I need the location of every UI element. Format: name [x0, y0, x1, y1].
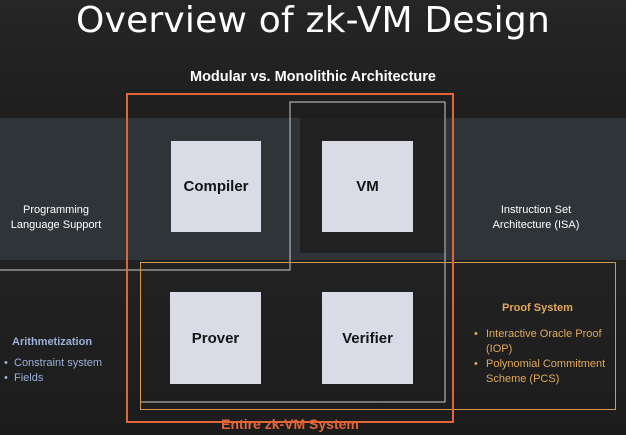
prover-box: Prover — [170, 292, 261, 384]
isa-label: Instruction Set Architecture (ISA) — [476, 203, 596, 233]
arithmetization-heading: Arithmetization — [12, 336, 93, 348]
diagram-subtitle: Modular vs. Monolithic Architecture — [190, 69, 436, 85]
compiler-box: Compiler — [171, 141, 261, 232]
proof-system-item: Polynomial Commitment Scheme (PCS) — [474, 357, 614, 387]
proof-system-item: Interactive Oracle Proof (IOP) — [474, 327, 614, 357]
arithmetization-item: Fields — [4, 371, 102, 386]
proof-system-frame — [140, 262, 616, 410]
proof-system-list: Interactive Oracle Proof (IOP) Polynomia… — [474, 327, 614, 387]
background-top — [0, 0, 626, 118]
page-title: Overview of zk-VM Design — [76, 0, 550, 41]
entire-zkvm-system-label: Entire zk-VM System — [221, 416, 359, 432]
isa-line2: Architecture (ISA) — [492, 219, 580, 231]
zkvm-system-frame — [126, 93, 454, 423]
verifier-label: Verifier — [342, 329, 393, 347]
vm-box: VM — [322, 141, 413, 232]
arithmetization-list: Constraint system Fields — [4, 356, 102, 386]
arithmetization-item: Constraint system — [4, 356, 102, 371]
programming-language-line2: Language Support — [10, 219, 102, 231]
compiler-label: Compiler — [183, 178, 249, 195]
prover-label: Prover — [191, 329, 240, 347]
programming-language-support-label: Programming Language Support — [0, 203, 112, 233]
isa-line1: Instruction Set — [500, 204, 572, 216]
vm-label: VM — [356, 178, 379, 195]
proof-system-heading: Proof System — [502, 302, 573, 314]
programming-language-line1: Programming — [22, 204, 90, 216]
verifier-box: Verifier — [322, 292, 413, 384]
